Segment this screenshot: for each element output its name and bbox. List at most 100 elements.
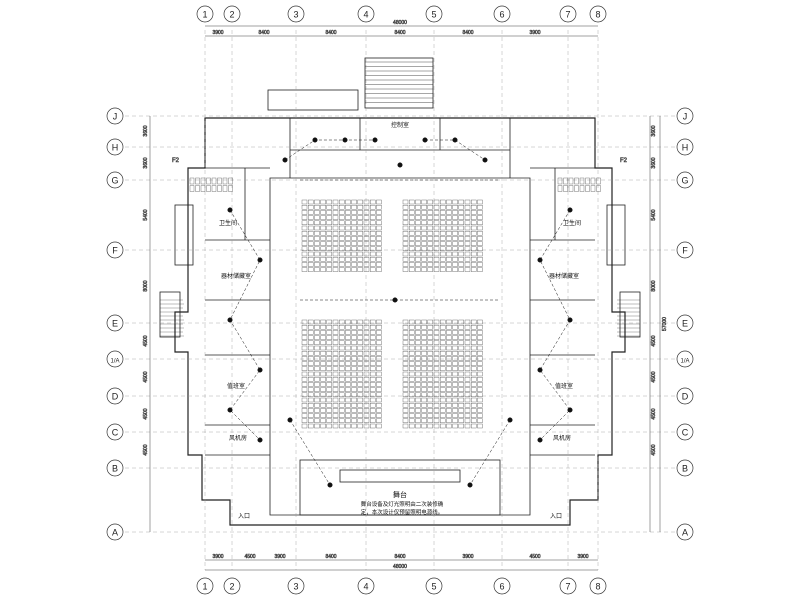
seat xyxy=(363,241,370,246)
seat xyxy=(326,236,332,241)
seat xyxy=(427,377,433,382)
seat xyxy=(409,403,415,408)
seat xyxy=(376,371,382,377)
seat xyxy=(363,387,370,392)
axis-bubble-column: 6 xyxy=(493,577,511,595)
seat xyxy=(376,382,382,387)
wiring-line xyxy=(539,209,571,441)
seat xyxy=(357,246,363,252)
axis-circle xyxy=(589,577,607,595)
seat xyxy=(477,325,483,330)
axis-label: B xyxy=(682,464,688,474)
seat xyxy=(471,351,477,356)
seat xyxy=(332,262,339,267)
seat xyxy=(452,230,458,236)
axis-bubble-row: H xyxy=(676,138,694,156)
seat xyxy=(464,397,471,403)
seat xyxy=(357,423,363,429)
seat xyxy=(345,246,351,252)
seat xyxy=(345,366,351,371)
seat-block xyxy=(301,319,382,429)
dimension-text: 4500 xyxy=(143,444,149,455)
seat xyxy=(440,319,446,325)
seat xyxy=(415,215,421,220)
seat xyxy=(464,366,471,371)
seat xyxy=(427,246,433,252)
seat xyxy=(471,366,477,371)
stage-note-line: 定，本次设计仅预留照明电源线。 xyxy=(361,508,444,516)
seat xyxy=(409,382,415,387)
seat xyxy=(452,210,458,215)
seat xyxy=(415,345,421,351)
axis-label: C xyxy=(112,428,119,438)
seat xyxy=(446,236,452,241)
seat xyxy=(376,356,382,361)
seat xyxy=(339,408,345,413)
seat xyxy=(440,251,446,257)
seat xyxy=(345,351,351,356)
seat xyxy=(370,330,376,335)
seat xyxy=(458,371,464,377)
seat xyxy=(308,413,314,418)
seat xyxy=(471,319,477,325)
seat xyxy=(452,262,458,267)
seat xyxy=(471,387,477,392)
seat xyxy=(421,418,427,423)
seat xyxy=(345,335,351,340)
seat xyxy=(301,377,308,382)
seat xyxy=(452,418,458,423)
seat xyxy=(314,246,320,252)
seat xyxy=(345,345,351,351)
seat xyxy=(427,257,433,262)
seat xyxy=(471,423,477,429)
axis-label: 1 xyxy=(202,582,207,592)
seat xyxy=(421,340,427,345)
dimension-text: 3600 xyxy=(651,157,657,168)
seat xyxy=(446,241,452,246)
axis-bubble-row: D xyxy=(106,387,124,405)
axis-bubble-row: C xyxy=(106,423,124,441)
seat xyxy=(339,418,345,423)
axis-circle xyxy=(106,171,124,189)
seat xyxy=(363,418,370,423)
seat xyxy=(320,392,326,397)
seat xyxy=(326,345,332,351)
dimension-text: 8400 xyxy=(258,30,269,36)
seat xyxy=(314,319,320,325)
seat xyxy=(301,204,308,210)
seat xyxy=(339,230,345,236)
outer-wall xyxy=(174,117,626,526)
seat xyxy=(370,199,376,205)
axis-circle xyxy=(676,350,694,368)
seat xyxy=(351,377,357,382)
seat xyxy=(308,387,314,392)
seat xyxy=(452,199,458,205)
seat xyxy=(326,230,332,236)
seat xyxy=(402,413,409,418)
seat xyxy=(345,408,351,413)
seat xyxy=(440,241,446,246)
seat xyxy=(376,215,382,220)
seat xyxy=(452,361,458,366)
seat xyxy=(409,423,415,429)
seat xyxy=(440,330,446,335)
seat xyxy=(320,366,326,371)
seat xyxy=(351,340,357,345)
seat xyxy=(345,262,351,267)
seat xyxy=(339,241,345,246)
axis-label: H xyxy=(682,143,689,153)
dimension-text: 5400 xyxy=(651,209,657,220)
room-label-toilet-right: 卫生间 xyxy=(563,219,581,227)
seat xyxy=(357,236,363,241)
seat xyxy=(427,387,433,392)
seat xyxy=(370,366,376,371)
seat xyxy=(332,356,339,361)
light-dot xyxy=(537,257,543,263)
axis-label: B xyxy=(112,464,118,474)
axis-circle xyxy=(106,107,124,125)
seat xyxy=(464,413,471,418)
seat xyxy=(477,319,483,325)
seat xyxy=(301,335,308,340)
axis-bubble-row: B xyxy=(676,459,694,477)
axis-circle xyxy=(676,523,694,541)
